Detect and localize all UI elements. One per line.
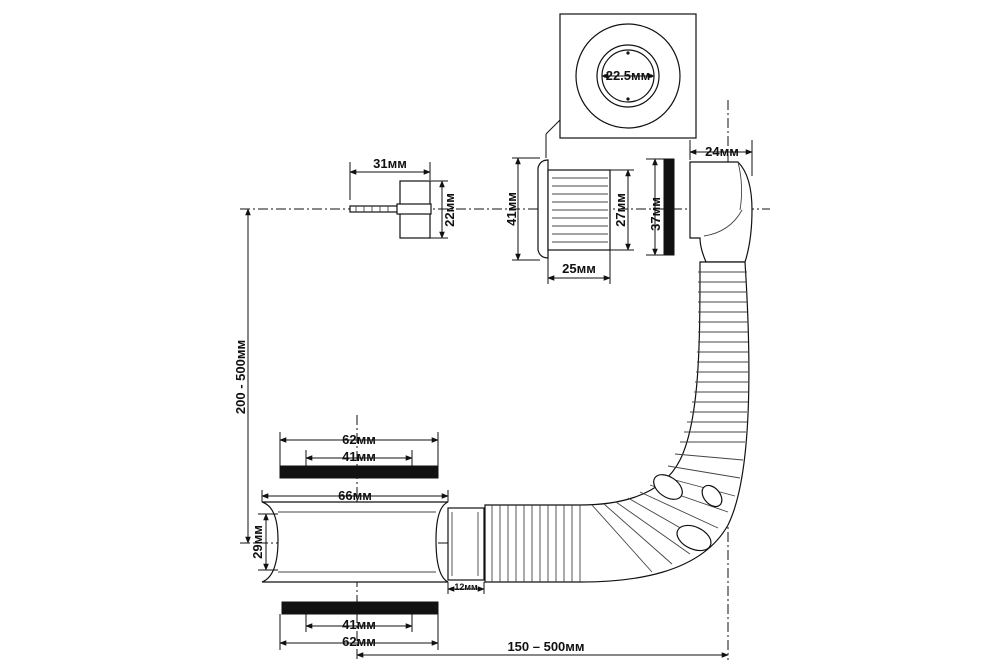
top-seal-outer-label: 62мм: [342, 432, 376, 447]
seal-diameter-label: 37мм: [648, 197, 663, 231]
bottom-seal: [281, 601, 439, 615]
screw-part: [349, 180, 432, 239]
spigot-length-label: 12мм: [454, 582, 478, 592]
flexible-hose: [484, 261, 750, 583]
thread-outer-label: 41мм: [504, 192, 519, 226]
overflow-inset-view: [545, 13, 697, 158]
thread-inner-label: 27мм: [613, 193, 628, 227]
riser-length-label: 200 - 500мм: [233, 340, 248, 414]
overflow-thread-part: [537, 159, 611, 259]
overflow-elbow: [689, 161, 753, 263]
bottom-seal-inner-label: 41мм: [342, 617, 376, 632]
inset-hole-label: 22.5мм: [606, 68, 651, 83]
waste-body: [261, 501, 449, 583]
overflow-seal: [663, 158, 675, 256]
thread-length-label: 25мм: [562, 261, 596, 276]
top-seal-inner-label: 41мм: [342, 449, 376, 464]
top-seal: [279, 465, 439, 479]
screw-head-label: 22мм: [442, 193, 457, 227]
screw-length-label: 31мм: [373, 156, 407, 171]
waste-coupling: [447, 507, 485, 581]
elbow-width-label: 24мм: [705, 144, 739, 159]
waste-body-width-label: 66мм: [338, 488, 372, 503]
waste-body-height-label: 29мм: [250, 525, 265, 559]
horizontal-reach-label: 150 – 500мм: [507, 639, 584, 654]
bottom-seal-outer-label: 62мм: [342, 634, 376, 649]
